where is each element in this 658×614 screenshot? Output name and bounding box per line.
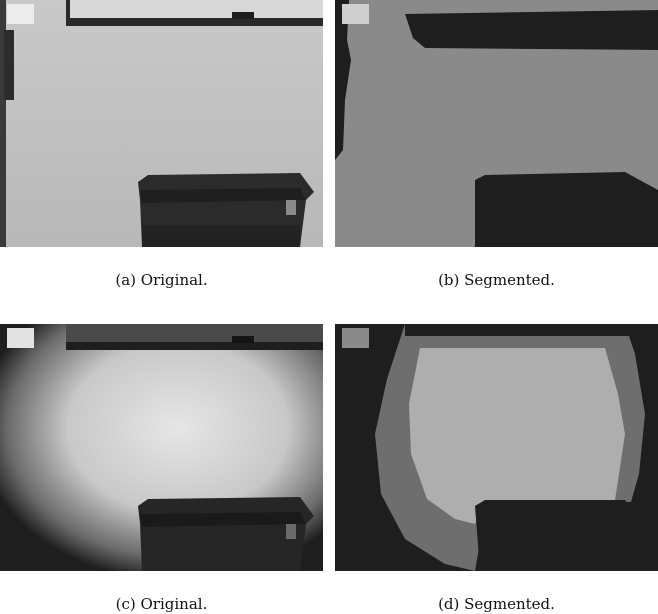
panel-c-scene [0,324,323,571]
segment-whiteboard-dark [405,10,658,50]
caption-d: (d) Segmented. [438,595,555,613]
panel-b-segmented-image [335,0,658,247]
caption-a: (a) Original. [115,271,208,289]
segment-bin-dark [475,500,635,571]
panel-a-scene [0,0,323,247]
left-edge [0,0,6,247]
segment-light-marker [342,4,369,24]
caption-c: (c) Original. [115,595,208,613]
caption-b: (b) Segmented. [438,271,555,289]
panel-a-original-image [0,0,323,247]
panel-d-segmented-image [335,324,658,571]
segment-bin-dark [475,172,658,247]
segment-light-center [409,348,625,524]
light-marker [7,328,34,348]
segment-left-dark [335,0,351,160]
segment-light-marker [342,328,369,348]
panel-c-original-image [0,324,323,571]
panel-d-scene [335,324,658,571]
light-marker [7,4,34,24]
panel-b-scene [335,0,658,247]
